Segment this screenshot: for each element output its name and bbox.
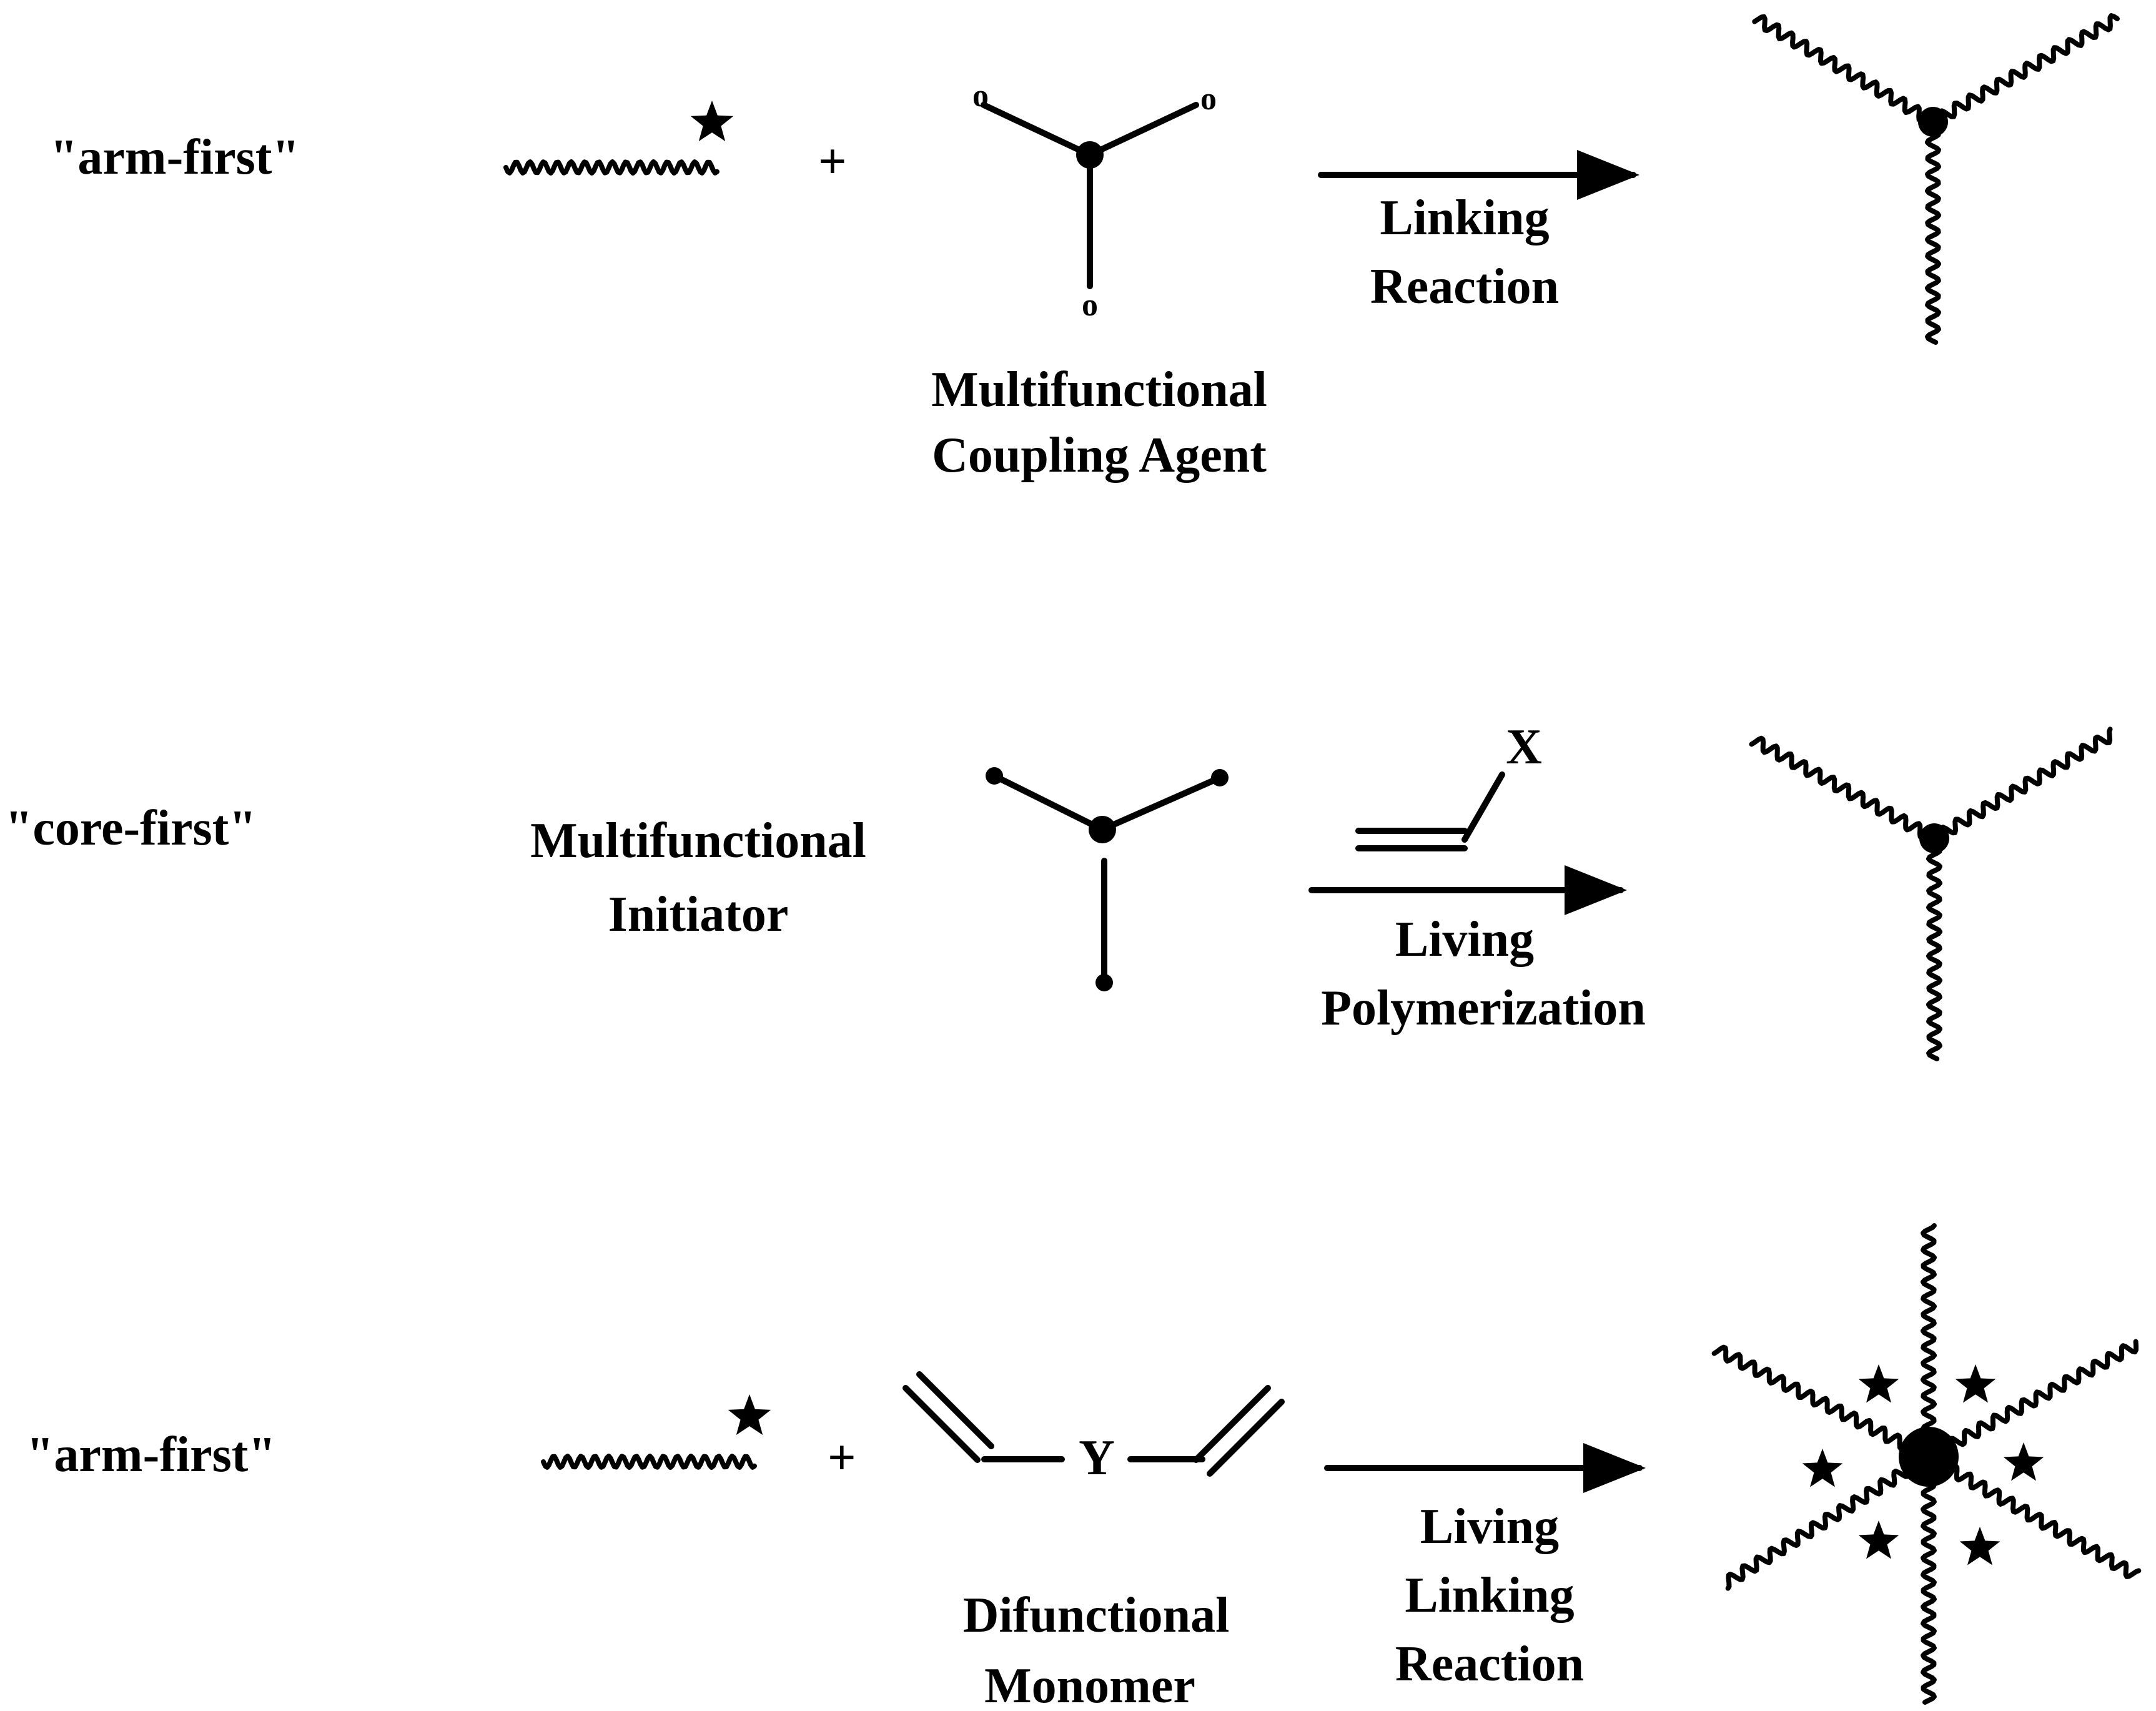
multifunctional-initiator-structure bbox=[986, 767, 1229, 991]
active-end-star-icon bbox=[690, 101, 734, 142]
core-dot bbox=[1919, 823, 1949, 853]
initiating-site-dot bbox=[986, 767, 1003, 785]
active-site-star-icon bbox=[1955, 1364, 1996, 1403]
vinyl-monomer-structure: X bbox=[1355, 720, 1542, 851]
reagent-label-line1: Multifunctional bbox=[931, 362, 1267, 417]
initiating-site-dot bbox=[1095, 974, 1113, 991]
arrow-label-line1: Linking bbox=[1380, 191, 1549, 245]
end-group-label: o bbox=[1200, 81, 1217, 117]
active-site-star-icon bbox=[1858, 1520, 1899, 1559]
method-label: "core-first" bbox=[5, 801, 257, 856]
active-site-star-icon bbox=[2003, 1442, 2044, 1481]
reagent-label-line2: Initiator bbox=[608, 887, 789, 942]
three-arm-star-product bbox=[1749, 727, 2113, 1061]
method-label: "arm-first" bbox=[50, 130, 300, 185]
living-arm-chain bbox=[541, 1454, 757, 1470]
arrow-label-line1: Living bbox=[1395, 912, 1534, 967]
arrow-label-line2: Polymerization bbox=[1321, 981, 1646, 1036]
core-dot bbox=[1918, 107, 1948, 137]
end-group-label: o bbox=[1082, 287, 1098, 323]
living-arm-chain bbox=[503, 159, 719, 176]
reagent-label-line1: Multifunctional bbox=[530, 813, 866, 868]
initiating-site-dot bbox=[1211, 769, 1229, 786]
coupling-agent-structure: o o o bbox=[972, 78, 1217, 323]
plus-sign: + bbox=[828, 1431, 856, 1485]
row-arm-first-difunctional: "arm-first" + Y Difunctional Monomer Liv… bbox=[26, 1223, 2142, 1711]
reagent-label-line2: Monomer bbox=[984, 1659, 1195, 1711]
active-end-star-icon bbox=[728, 1394, 771, 1436]
method-label: "arm-first" bbox=[26, 1427, 276, 1482]
row-arm-first-coupling: "arm-first" + o o o Multifunctional Coup… bbox=[50, 13, 2120, 483]
linker-atom-label: Y bbox=[1079, 1431, 1115, 1485]
arrow-label-line1: Living bbox=[1420, 1499, 1559, 1554]
row-core-first: "core-first" Multifunctional Initiator X… bbox=[5, 720, 2113, 1061]
crosslinked-core bbox=[1899, 1427, 1959, 1487]
plus-sign: + bbox=[818, 134, 847, 189]
active-site-star-icon bbox=[1802, 1449, 1843, 1487]
core-dot bbox=[1089, 816, 1116, 843]
three-arm-star-product bbox=[1752, 13, 2120, 345]
six-arm-star-product bbox=[1711, 1223, 2142, 1705]
arrow-label-line2: Reaction bbox=[1370, 259, 1559, 314]
active-site-star-icon bbox=[1858, 1364, 1899, 1403]
reagent-label-line2: Coupling Agent bbox=[932, 428, 1267, 483]
active-site-star-icon bbox=[1959, 1527, 2000, 1565]
difunctional-monomer-structure: Y bbox=[902, 1371, 1285, 1485]
arrow-label-line3: Reaction bbox=[1395, 1637, 1584, 1692]
core-dot bbox=[1076, 141, 1104, 169]
reagent-label-line1: Difunctional bbox=[963, 1588, 1230, 1643]
end-group-label: o bbox=[972, 78, 989, 114]
arrow-label-line2: Linking bbox=[1405, 1568, 1574, 1623]
substituent-label: X bbox=[1506, 720, 1542, 775]
